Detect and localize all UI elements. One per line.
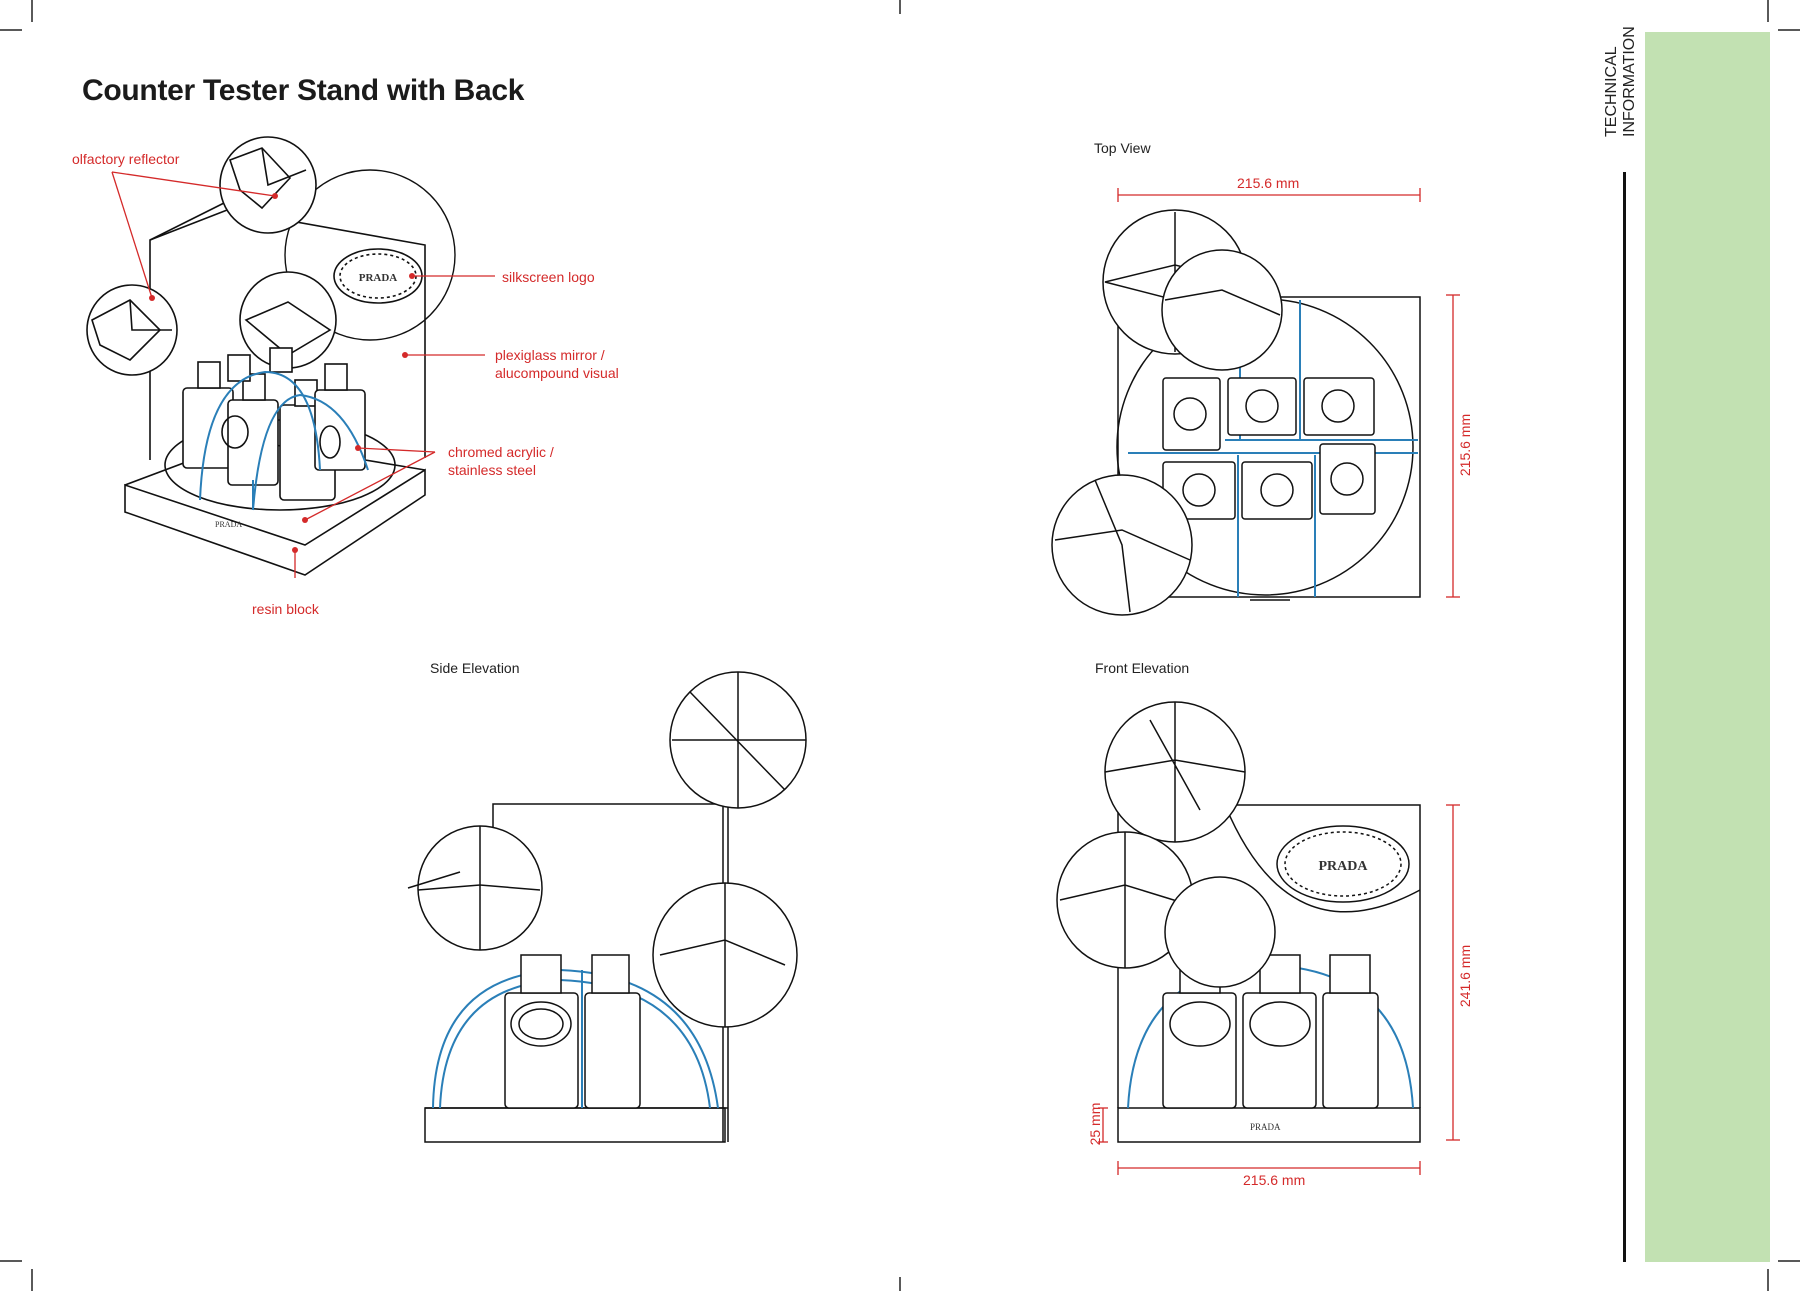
top-view-label: Top View: [1094, 140, 1151, 156]
side-elevation: [407, 671, 807, 1143]
side-elevation-label: Side Elevation: [430, 660, 520, 676]
sidebar-heading-line1: TECHNICAL: [1603, 46, 1620, 137]
callout-resin-block: resin block: [252, 601, 319, 617]
callout-silkscreen-logo: silkscreen logo: [502, 269, 595, 285]
sidebar-heading-line2: INFORMATION: [1621, 26, 1638, 137]
front-elevation: PRADA PRADA: [1056, 701, 1460, 1175]
dim-front-width: 215.6 mm: [1243, 1172, 1306, 1188]
svg-text:PRADA: PRADA: [1250, 1122, 1281, 1132]
dim-top-width: 215.6 mm: [1237, 175, 1300, 191]
svg-text:PRADA: PRADA: [359, 272, 398, 284]
top-view: [1051, 188, 1460, 616]
page-title: Counter Tester Stand with Back: [82, 74, 525, 107]
dim-top-depth: 215.6 mm: [1457, 413, 1473, 477]
dim-front-height: 241.6 mm: [1457, 944, 1473, 1008]
sidebar-rule: [1623, 172, 1626, 1262]
callout-olfactory-reflector: olfactory reflector: [72, 151, 180, 167]
callout-plexiglass-line2: alucompound visual: [495, 365, 619, 381]
sidebar-heading: TECHNICAL INFORMATION: [1603, 26, 1643, 137]
perspective-view: PRADA PRADA: [86, 136, 495, 578]
dim-front-base: 25 mm: [1087, 1102, 1103, 1146]
callout-chromed-line2: stainless steel: [448, 462, 536, 478]
svg-text:PRADA: PRADA: [215, 520, 242, 529]
front-elevation-label: Front Elevation: [1095, 660, 1190, 676]
sidebar-green-panel: [1645, 32, 1770, 1262]
svg-text:PRADA: PRADA: [1319, 859, 1369, 874]
callout-chromed-line1: chromed acrylic /: [448, 444, 554, 460]
callout-plexiglass-line1: plexiglass mirror /: [495, 347, 605, 363]
